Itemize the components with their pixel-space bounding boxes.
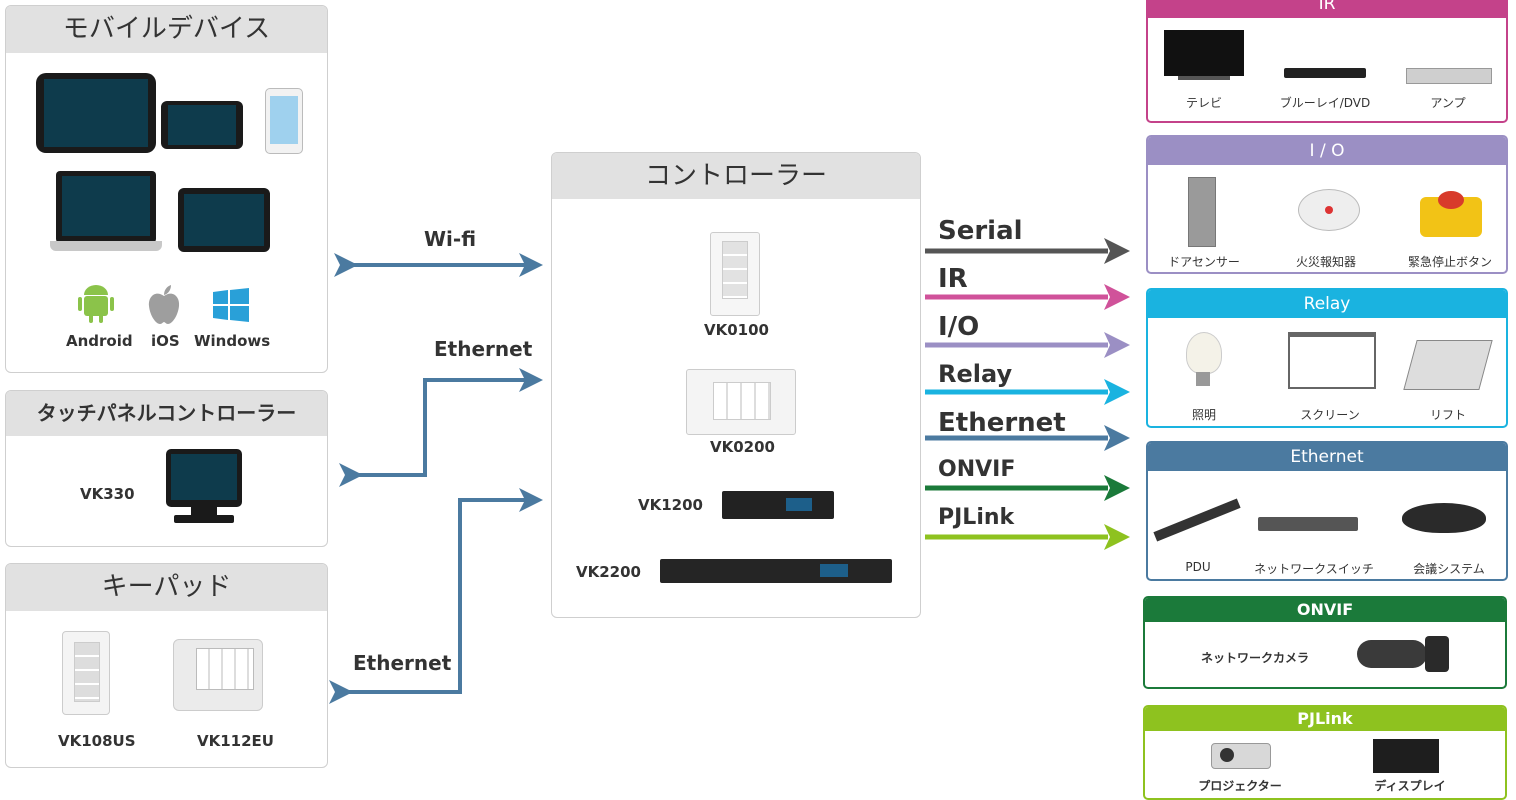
relay-item-lift: リフト <box>1429 408 1466 422</box>
target-ir-panel: IR テレビ ブルーレイ/DVD アンプ <box>1146 0 1508 123</box>
keypad-model-vk112eu: VK112EU <box>197 732 274 750</box>
protocol-arrowhead <box>1104 475 1130 501</box>
keypad-vk108us-image <box>62 631 110 715</box>
target-onvif-panel: ONVIF ネットワークカメラ <box>1143 596 1507 689</box>
ethernet-link-arrow-top <box>339 368 543 487</box>
ethernet-item-conference: 会議システム <box>1413 562 1485 576</box>
protocol-arrowhead <box>1104 238 1130 264</box>
target-ethernet-panel: Ethernet PDU ネットワークスイッチ 会議システム <box>1146 441 1508 581</box>
tv-image <box>1164 30 1244 76</box>
keypad-panel: キーパッド VK108US VK112EU <box>5 563 328 768</box>
pjlink-item-display: ディスプレイ <box>1374 779 1446 793</box>
pjlink-item-projector: プロジェクター <box>1198 779 1282 793</box>
keypad-model-vk108us: VK108US <box>58 732 136 750</box>
ethernet-item-pdu: PDU <box>1185 560 1211 574</box>
target-pjlink-title: PJLink <box>1145 707 1505 731</box>
protocol-label-ir: IR <box>938 264 968 294</box>
protocol-label-serial: Serial <box>938 216 1023 246</box>
lift-image <box>1403 340 1493 390</box>
door-sensor-image <box>1188 177 1216 247</box>
vk0200-image <box>686 369 796 435</box>
touch-panel-panel: タッチパネルコントローラー VK330 <box>5 390 328 547</box>
target-relay-title: Relay <box>1148 290 1506 318</box>
io-item-door-sensor: ドアセンサー <box>1168 255 1240 269</box>
wifi-label: Wi-fi <box>424 227 477 251</box>
ethernet-label-bottom: Ethernet <box>353 651 452 675</box>
ir-item-amp: アンプ <box>1430 96 1466 110</box>
target-ir-title: IR <box>1148 0 1506 18</box>
io-item-fire-alarm: 火災報知器 <box>1295 255 1356 269</box>
protocol-label-pjlink: PJLink <box>938 505 1015 530</box>
os-label-android: Android <box>66 332 133 350</box>
protocol-label-onvif: ONVIF <box>938 457 1016 482</box>
touch-panel-image <box>166 449 242 507</box>
phone-portrait-image <box>265 88 303 154</box>
controller-panel: コントローラー VK0100 VK0200 VK1200 VK2200 <box>551 152 921 618</box>
display-image <box>1373 739 1439 773</box>
mobile-devices-title: モバイルデバイス <box>6 6 327 53</box>
controller-model-vk0200: VK0200 <box>710 438 775 456</box>
target-ethernet-title: Ethernet <box>1148 443 1506 471</box>
mobile-devices-panel: モバイルデバイス Android iOS Windows <box>5 5 328 373</box>
keypad-vk112eu-image <box>173 639 263 711</box>
bluray-image <box>1284 68 1366 78</box>
protocol-arrowhead <box>1104 284 1130 310</box>
tablet-small-image <box>178 188 270 252</box>
io-item-emergency-stop: 緊急停止ボタン <box>1407 255 1492 269</box>
keypad-title: キーパッド <box>6 564 327 611</box>
android-icon <box>78 284 114 324</box>
pdu-image <box>1153 498 1241 542</box>
screen-image <box>1288 332 1376 389</box>
laptop-image <box>56 171 156 243</box>
protocol-label-ethernet: Ethernet <box>938 408 1066 438</box>
fire-alarm-image <box>1298 189 1360 231</box>
controller-title: コントローラー <box>552 153 920 199</box>
ir-item-bluray: ブルーレイ/DVD <box>1279 96 1371 110</box>
target-relay-panel: Relay 照明 スクリーン リフト <box>1146 288 1508 428</box>
vk2200-image <box>660 559 892 583</box>
conference-system-image <box>1402 503 1486 533</box>
relay-item-light: 照明 <box>1191 408 1216 422</box>
light-bulb-image <box>1186 332 1222 374</box>
phone-landscape-image <box>161 101 243 149</box>
emergency-stop-image <box>1420 191 1482 237</box>
relay-item-screen: スクリーン <box>1300 408 1360 422</box>
os-label-windows: Windows <box>194 332 271 350</box>
target-pjlink-panel: PJLink プロジェクター ディスプレイ <box>1143 705 1507 800</box>
protocol-label-relay: Relay <box>938 360 1013 388</box>
apple-icon <box>146 284 182 326</box>
ir-item-tv: テレビ <box>1185 96 1222 110</box>
projector-image <box>1211 743 1271 769</box>
target-io-title: I / O <box>1148 137 1506 165</box>
protocol-label-io: I/O <box>938 312 980 342</box>
touch-panel-title: タッチパネルコントローラー <box>6 391 327 436</box>
target-onvif-title: ONVIF <box>1145 598 1505 622</box>
amp-image <box>1406 68 1492 84</box>
vk1200-image <box>722 491 834 519</box>
network-switch-image <box>1258 517 1358 531</box>
protocol-arrowhead <box>1104 379 1130 405</box>
ethernet-label-top: Ethernet <box>434 337 533 361</box>
protocol-arrowhead <box>1104 524 1130 550</box>
windows-icon <box>213 288 249 322</box>
protocol-arrowhead <box>1104 425 1130 451</box>
controller-model-vk1200: VK1200 <box>638 496 703 514</box>
ethernet-item-switch: ネットワークスイッチ <box>1254 562 1374 576</box>
ethernet-link-arrow-bottom <box>329 488 543 704</box>
tablet-large-image <box>36 73 156 153</box>
controller-model-vk2200: VK2200 <box>576 563 641 581</box>
touch-panel-model: VK330 <box>80 485 135 503</box>
target-io-panel: I / O ドアセンサー 火災報知器 緊急停止ボタン <box>1146 135 1508 274</box>
vk0100-image <box>710 232 760 316</box>
network-camera-image <box>1357 640 1427 668</box>
protocol-arrowhead <box>1104 332 1130 358</box>
os-label-ios: iOS <box>151 332 180 350</box>
controller-model-vk0100: VK0100 <box>704 321 769 339</box>
onvif-item-camera: ネットワークカメラ <box>1200 651 1309 665</box>
